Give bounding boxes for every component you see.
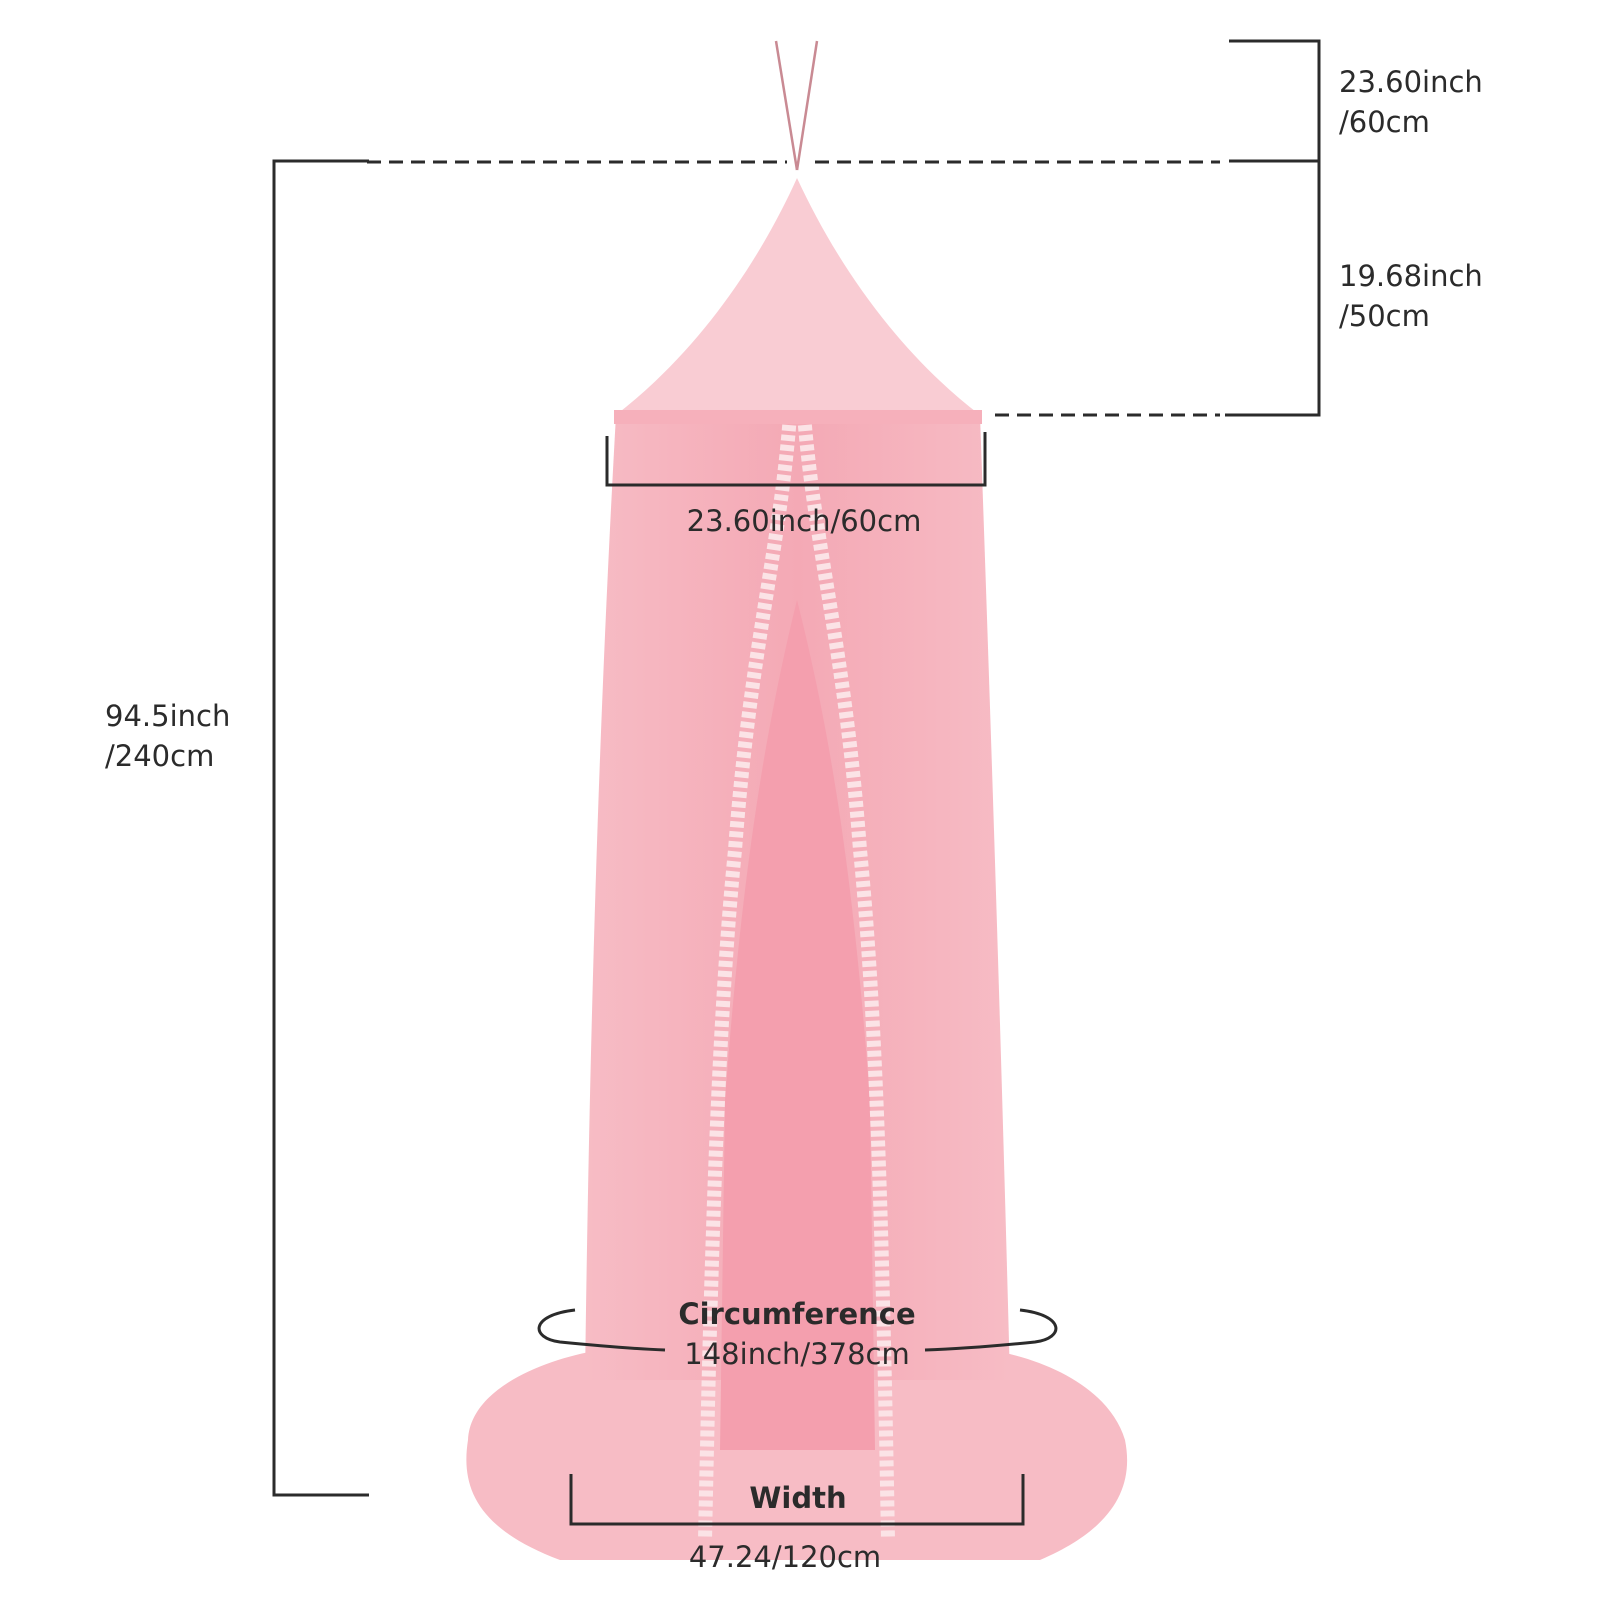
dimension-metric: /240cm: [105, 739, 215, 773]
lace-trim: [698, 414, 895, 1541]
canopy-cone: [616, 178, 980, 415]
canopy-ruffle: [614, 410, 982, 424]
dimension-metric: /50cm: [1339, 299, 1430, 333]
circumference-value: 148inch/378cm: [684, 1337, 910, 1371]
dimension-imperial: 94.5inch: [105, 699, 231, 733]
hanging-loop-dimension: 23.60inch /60cm: [1339, 62, 1483, 142]
canopy-opening: [720, 600, 875, 1450]
dimension-lines: [272, 39, 1321, 1526]
canopy-skirt: [466, 1350, 1128, 1560]
hanging-strings: [774, 40, 819, 171]
width-value: 47.24/120cm: [688, 1540, 882, 1574]
total-height-dimension: 94.5inch /240cm: [105, 696, 230, 776]
dimension-imperial: 23.60inch: [1339, 65, 1483, 99]
dimension-imperial: 19.68inch: [1339, 259, 1483, 293]
width-title: Width: [749, 1481, 847, 1515]
top-diameter-dimension: 23.60inch/60cm: [686, 504, 922, 538]
cone-height-dimension: 19.68inch /50cm: [1339, 256, 1483, 336]
circumference-dimension: Circumference 148inch/378cm: [678, 1294, 915, 1374]
dimension-metric: /60cm: [1339, 105, 1430, 139]
circumference-title: Circumference: [678, 1297, 916, 1331]
